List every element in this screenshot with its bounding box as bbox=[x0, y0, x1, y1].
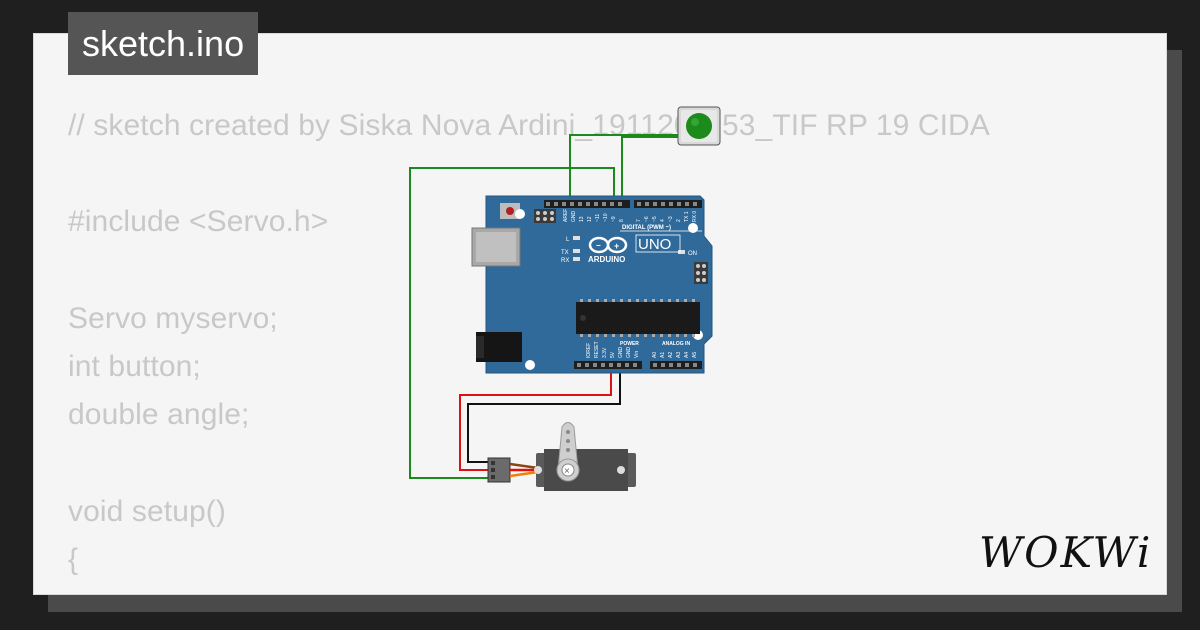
microcontroller-chip bbox=[576, 302, 700, 334]
pin-label: 2 bbox=[676, 219, 682, 222]
pin-label: 7 bbox=[636, 219, 642, 222]
analog-header-label: ANALOG IN bbox=[662, 341, 690, 347]
wires bbox=[409, 134, 690, 479]
pin-label: 13 bbox=[579, 216, 585, 222]
pin-label: RX 0 bbox=[692, 211, 698, 222]
on-label: ON bbox=[688, 251, 697, 257]
pin-label: TX 1 bbox=[684, 211, 690, 222]
pin-label: ~3 bbox=[668, 216, 674, 222]
code-line: // sketch created by Siska Nova Ardini_1… bbox=[68, 109, 990, 142]
push-button[interactable] bbox=[677, 106, 721, 146]
pin-label: A4 bbox=[684, 352, 690, 358]
pin-label: 12 bbox=[587, 216, 593, 222]
code-line: void setup() bbox=[68, 494, 226, 528]
pin-label: A2 bbox=[668, 352, 674, 358]
rx-label: RX bbox=[561, 258, 569, 264]
code-line: int button; bbox=[68, 349, 201, 383]
svg-text:−: − bbox=[596, 241, 601, 250]
wire-red-5v[interactable] bbox=[459, 362, 612, 471]
power-header-label: POWER bbox=[620, 341, 639, 347]
code-line: #include <Servo.h> bbox=[68, 205, 329, 239]
pin-label: A5 bbox=[692, 352, 698, 358]
pin-label: ~5 bbox=[652, 216, 658, 222]
button-cap[interactable] bbox=[686, 113, 712, 139]
code-line: { bbox=[68, 542, 79, 576]
arduino-logo-icon bbox=[588, 236, 628, 254]
pin-label: A3 bbox=[676, 352, 682, 358]
wokwi-logo-text: WOKWi bbox=[979, 528, 1150, 577]
pin-label: ~6 bbox=[644, 216, 650, 222]
pin-label: 3.3V bbox=[602, 347, 608, 358]
pin-label: ~11 bbox=[595, 214, 601, 222]
pin-label: 4 bbox=[660, 219, 666, 222]
servo-motor[interactable]: × bbox=[487, 422, 636, 492]
pin-label: ~10 bbox=[603, 213, 609, 222]
pin-label: GND bbox=[618, 347, 624, 359]
board-brand-label: ARDUINO bbox=[588, 255, 625, 264]
analog-header[interactable] bbox=[650, 361, 702, 369]
power-header[interactable] bbox=[574, 361, 642, 369]
wokwi-logo: WOKWi bbox=[979, 528, 1150, 577]
code-line: Serial.begin(9600); bbox=[68, 584, 990, 594]
pin-label: GND bbox=[571, 211, 577, 223]
pin-label: 8 bbox=[619, 219, 625, 222]
wire-green-servo-signal[interactable] bbox=[409, 167, 615, 479]
pin-label: 5V bbox=[610, 351, 616, 358]
tx-label: TX bbox=[561, 250, 569, 256]
file-tab[interactable]: sketch.ino bbox=[68, 12, 259, 75]
pin-label: RESET bbox=[594, 341, 600, 358]
pin-label: ~9 bbox=[611, 216, 617, 222]
svg-text:×: × bbox=[564, 466, 570, 477]
board-model-label: UNO bbox=[638, 236, 671, 253]
arduino-uno-board[interactable]: AREF GND 13 12 ~11 ~10 ~9 8 7 ~6 ~5 4 ~3… bbox=[471, 195, 713, 374]
pin-label: IOREF bbox=[586, 343, 592, 358]
wire-green-button-pin2[interactable] bbox=[569, 134, 688, 204]
led-l-label: L bbox=[566, 237, 570, 243]
pin-label: AREF bbox=[563, 209, 569, 222]
code-line: double angle; bbox=[68, 398, 250, 432]
pin-label: A0 bbox=[652, 352, 658, 358]
wire-green-button-gnd[interactable] bbox=[621, 136, 690, 204]
svg-text:+: + bbox=[614, 241, 619, 251]
wire-black-gnd[interactable] bbox=[467, 362, 621, 463]
digital-header-label: DIGITAL (PWM ~) bbox=[622, 225, 671, 231]
code-line: Servo myservo; bbox=[68, 301, 278, 335]
pin-label: GND bbox=[626, 347, 632, 359]
code-editor: // sketch created by Siska Nova Ardini_1… bbox=[68, 102, 990, 594]
pin-label: Vin bbox=[634, 351, 640, 358]
pin-label: A1 bbox=[660, 352, 666, 358]
